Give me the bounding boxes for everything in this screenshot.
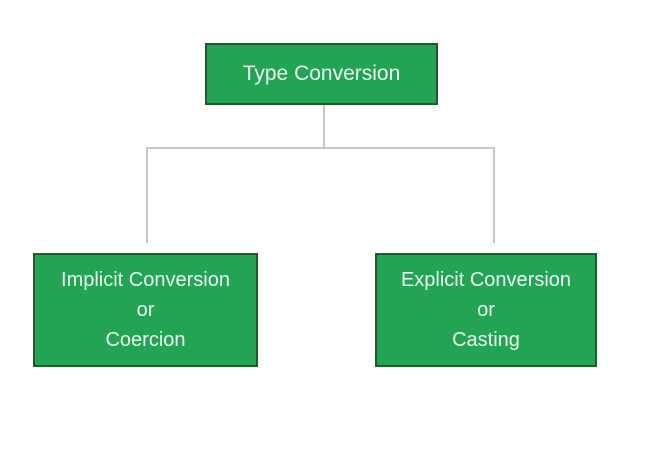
- connector-horizontal-bar: [146, 147, 495, 149]
- connector-left-drop: [146, 147, 148, 243]
- node-explicit-line-1: Explicit Conversion: [400, 269, 572, 291]
- connector-right-drop: [493, 147, 495, 243]
- node-implicit-line-1: Implicit Conversion: [61, 269, 230, 291]
- node-explicit-conversion: Explicit Conversion or Casting: [375, 253, 597, 367]
- node-explicit-line-2: or: [477, 299, 495, 321]
- node-implicit-line-3: Coercion: [105, 329, 186, 351]
- connector-root-stem: [323, 105, 325, 148]
- node-explicit-line-3: Casting: [452, 329, 520, 351]
- node-type-conversion-label: Type Conversion: [242, 62, 401, 85]
- node-type-conversion: Type Conversion: [205, 43, 438, 105]
- node-implicit-line-2: or: [136, 299, 155, 321]
- node-implicit-conversion: Implicit Conversion or Coercion: [33, 253, 258, 367]
